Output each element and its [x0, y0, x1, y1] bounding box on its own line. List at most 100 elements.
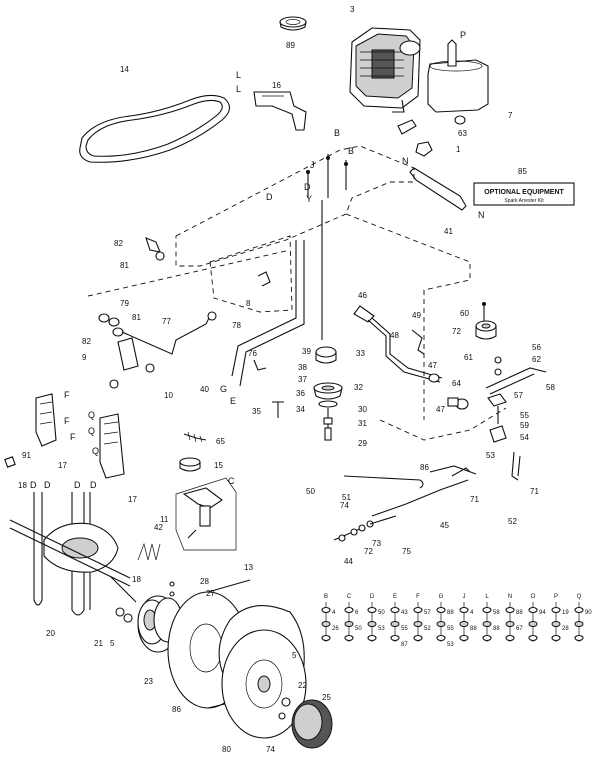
label-15: 15 [214, 461, 223, 470]
letter-D6: D [90, 480, 97, 490]
callout-labels: 89 3 14 16 7 63 1 85 41 82 81 8 79 81 82… [18, 5, 555, 754]
kit-washer-icon [528, 634, 538, 642]
part-77-rod-assembly [98, 311, 217, 355]
kit-washer-icon [344, 606, 354, 614]
letter-Q2: Q [88, 426, 95, 436]
kit-part-number: 26 [332, 626, 339, 632]
label-46: 46 [358, 291, 367, 300]
center-spindle-stack [272, 346, 343, 441]
kit-washer-icon [505, 621, 515, 627]
label-58: 58 [546, 383, 555, 392]
label-25: 25 [322, 693, 331, 702]
letter-B1: B [334, 128, 340, 138]
label-48: 48 [390, 331, 399, 340]
label-82a: 82 [114, 239, 123, 248]
label-39: 39 [302, 347, 311, 356]
label-21: 21 [94, 639, 103, 648]
kit-washer-icon [344, 634, 354, 642]
label-74b: 74 [266, 745, 275, 754]
letter-D2: D [266, 192, 273, 202]
kit-washer-icon [367, 634, 377, 642]
label-11: 11 [160, 515, 169, 524]
kit-washer-icon [459, 621, 469, 627]
label-47: 47 [428, 361, 437, 370]
label-47b: 47 [436, 405, 445, 414]
kit-letter: D [370, 594, 375, 600]
kit-part-number: 88 [516, 610, 523, 616]
label-22: 22 [298, 681, 307, 690]
kit-washer-icon [551, 621, 561, 627]
label-17b: 17 [128, 495, 137, 504]
kit-letter: J [463, 594, 466, 600]
kit-washer-icon [551, 634, 561, 642]
kit-part-number: 19 [562, 610, 569, 616]
kit-washer-icon [344, 621, 354, 627]
letter-Y: Y [306, 194, 312, 204]
letter-F2: F [64, 416, 70, 426]
kit-washer-icon [390, 634, 400, 642]
kit-part-number: 52 [424, 626, 431, 632]
kit-part-number: 53 [378, 626, 385, 632]
kit-washer-icon [321, 606, 331, 614]
letter-L2: L [236, 84, 241, 94]
letter-G: G [220, 384, 227, 394]
kit-letter: P [554, 594, 558, 600]
kit-washer-icon [505, 634, 515, 642]
label-30: 30 [358, 405, 367, 414]
kit-washer-icon [321, 634, 331, 642]
label-8: 8 [246, 299, 251, 308]
label-51: 51 [342, 493, 351, 502]
label-71a: 71 [470, 495, 479, 504]
label-91: 91 [22, 451, 31, 460]
label-29: 29 [358, 439, 367, 448]
part-81-82-hardware [145, 237, 165, 261]
part-25-hub-cap [291, 699, 333, 749]
callout-letters: L L P N N B B J D Y D G E F F F Q Q Q C … [30, 30, 485, 490]
label-62: 62 [532, 355, 541, 364]
kit-washer-icon [436, 621, 446, 627]
part-16-bracket [253, 91, 307, 131]
label-79: 79 [120, 299, 129, 308]
kit-washer-icon [505, 606, 515, 614]
kit-part-number: 67 [516, 626, 523, 632]
label-53: 53 [486, 451, 495, 460]
label-18b: 18 [132, 575, 141, 584]
label-54: 54 [520, 433, 529, 442]
label-49: 49 [412, 311, 421, 320]
letter-N2: N [478, 210, 485, 220]
letter-E: E [230, 396, 236, 406]
label-40: 40 [200, 385, 209, 394]
part-80-wheel [218, 605, 307, 739]
label-72b: 72 [364, 547, 373, 556]
label-37: 37 [298, 375, 307, 384]
label-50: 50 [306, 487, 315, 496]
label-23: 23 [144, 677, 153, 686]
kit-letter: N [508, 594, 512, 600]
letter-N1: N [402, 156, 409, 166]
kit-washer-icon [528, 606, 538, 614]
label-73: 73 [372, 539, 381, 548]
kit-part-number: 88 [447, 610, 454, 616]
kit-letter: Q [577, 594, 582, 600]
letter-F1: F [64, 390, 70, 400]
label-18a: 18 [18, 481, 27, 490]
kit-part-number: 88 [470, 626, 477, 632]
kit-letter: C [347, 594, 352, 600]
kit-washer-icon [574, 634, 584, 642]
kit-washer-icon [390, 606, 400, 614]
letter-B2: B [348, 146, 354, 156]
kit-part-number: 58 [493, 610, 500, 616]
label-81a: 81 [120, 261, 129, 270]
label-82b: 82 [82, 337, 91, 346]
part-13-box-assembly [175, 477, 237, 551]
kit-washer-icon [459, 634, 469, 642]
label-42: 42 [154, 523, 163, 532]
label-9: 9 [82, 353, 87, 362]
part-44-75-hardware [333, 515, 397, 542]
label-85: 85 [518, 167, 527, 176]
